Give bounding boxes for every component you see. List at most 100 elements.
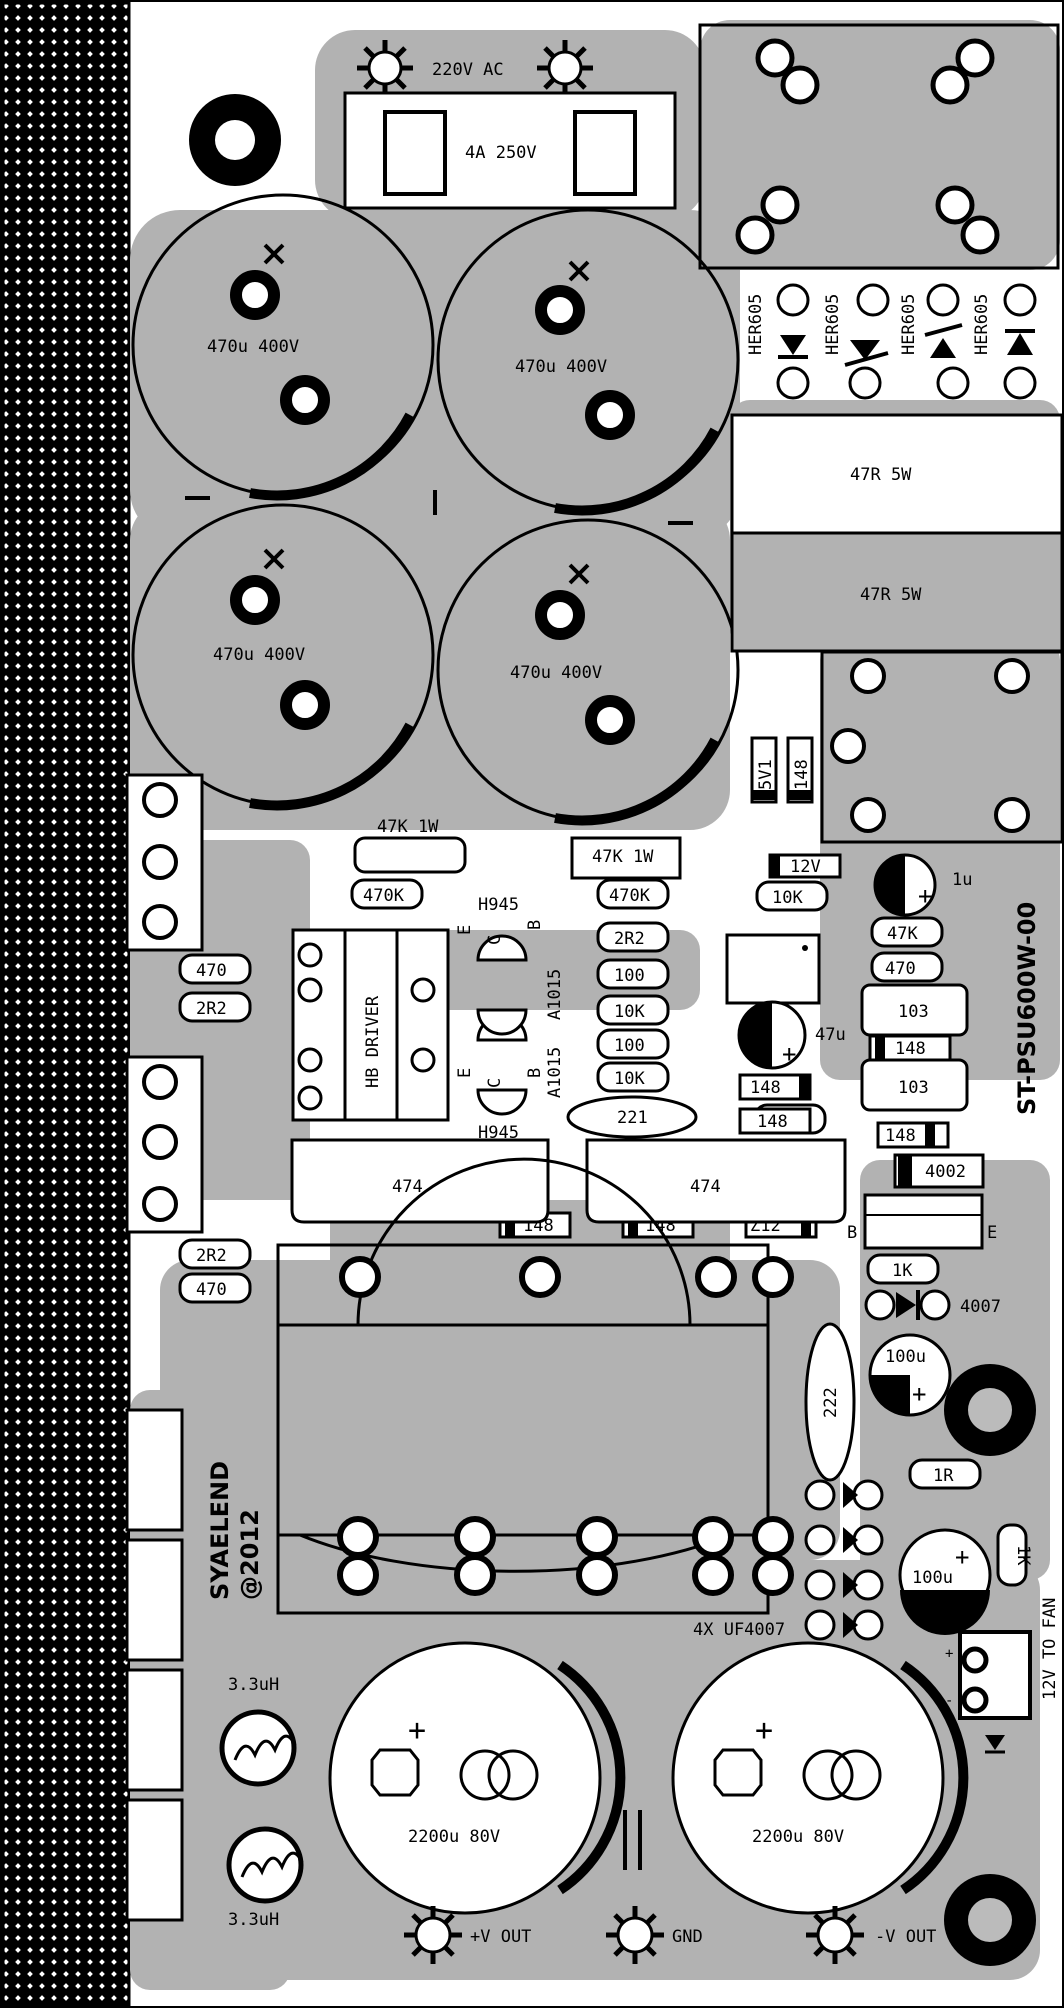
zener-label: 12V [790, 857, 821, 877]
resistor-label: 470K [363, 886, 405, 906]
resistor-label: 47K [887, 924, 918, 944]
resistor-label: 10K [614, 1002, 645, 1022]
bridge-box [698, 23, 1060, 270]
resistor-label: 2R2 [614, 929, 645, 949]
polarity-plus: + [912, 1380, 926, 1408]
ceramic-caps: 103 103 221 222 [566, 983, 969, 1482]
relay-box [820, 650, 1064, 844]
resistor-label: 470K [609, 886, 651, 906]
transformer [276, 1157, 794, 1615]
pin-label: E [455, 925, 475, 935]
pin-label: B [525, 920, 545, 930]
pin-label: C [485, 1078, 505, 1088]
polarity-plus: + [408, 1713, 426, 1748]
polarity-plus: + [918, 882, 932, 910]
cap-label: 103 [898, 1002, 929, 1022]
output-rectifiers: 4X UF4007 [693, 1479, 884, 1641]
resistor-label: 10K [614, 1069, 645, 1089]
transistor-label: A1015 [545, 969, 565, 1020]
resistor-label: 100 [614, 966, 645, 986]
resistor-label: 470 [885, 959, 916, 979]
inductors: 3.3uH 3.3uH [219, 1675, 304, 1930]
mounting-holes [189, 94, 1036, 1966]
inductor-label: 3.3uH [228, 1910, 279, 1930]
resistor-label: 470 [196, 961, 227, 981]
bridge-diodes: HER605 HER605 HER605 HER605 [746, 283, 1037, 400]
resistor-label: 10K [772, 888, 803, 908]
one-watt-resistors: 47K 1W 47K 1W [353, 817, 682, 880]
resistor-label: 1K [892, 1261, 913, 1281]
output-label: -V OUT [875, 1927, 936, 1947]
diode-label: HER605 [823, 294, 843, 355]
resistor-label: 1K [1013, 1545, 1033, 1566]
pin-label: B [525, 1068, 545, 1078]
bulk-capacitors: 470u 400V 470u 400V 470u 400V 470u 400V [131, 193, 740, 826]
cap-label: 2200u 80V [408, 1827, 500, 1847]
polarity-plus: + [955, 1543, 969, 1571]
fan-minus: - [945, 1693, 953, 1709]
pin-label: B [847, 1223, 857, 1243]
cap-label: 100u [912, 1568, 953, 1588]
fan-plus: + [945, 1646, 953, 1662]
cap-label: 470u 400V [515, 357, 607, 377]
transistor-label: H945 [478, 895, 519, 915]
diode-label: 4002 [925, 1162, 966, 1182]
output-terminals: +V OUT GND -V OUT [404, 1906, 936, 1964]
resistor-label: 470 [196, 1280, 227, 1300]
diode-label: 148 [895, 1039, 926, 1059]
small-diodes-top: 5V1 148 12V [750, 736, 842, 879]
power-resistors: 47R 5W 47R 5W [730, 413, 1064, 653]
transistor-label: H945 [478, 1123, 519, 1143]
cap-label: 221 [617, 1108, 648, 1128]
cap-label: 1u [952, 870, 972, 890]
diode-label: HER605 [746, 294, 766, 355]
driver-transistors: H945 H945 A1015 A1015 E C B E C B [455, 895, 565, 1143]
diode-label: HER605 [899, 294, 919, 355]
cap-label: 47u [815, 1025, 846, 1045]
resistor-label: 2R2 [196, 1246, 227, 1266]
diode-label: 148 [792, 759, 812, 790]
ac-label: 220V AC [432, 60, 504, 80]
pin-label: E [987, 1223, 997, 1243]
terminal-blocks [125, 773, 204, 1922]
small-electrolytics: + 1u + 47u + 100u + 100u [737, 853, 992, 1635]
resistor-label: 2R2 [196, 999, 227, 1019]
zener-label: 5V1 [756, 759, 776, 790]
polarity-plus: + [755, 1713, 773, 1748]
diode-label: HER605 [972, 294, 992, 355]
resistor-label: 100 [614, 1036, 645, 1056]
ic-label: HB DRIVER [363, 995, 383, 1088]
cap-label: 2200u 80V [752, 1827, 844, 1847]
heatsink-strip [1, 1, 131, 2007]
cap-label: 470u 400V [213, 645, 305, 665]
rectifier-label: 4X UF4007 [693, 1620, 785, 1640]
output-label: GND [672, 1927, 703, 1947]
resistor-label: 47K 1W [377, 817, 439, 837]
ac-input: 220V AC 4A 250V [343, 40, 677, 210]
diode-label: 148 [750, 1078, 781, 1098]
resistor-label: 47R 5W [860, 585, 922, 605]
cap-label: 474 [392, 1177, 423, 1197]
small-resistors: 470K 470K 2R2 100 10K 100 10K 10K 47K 47… [178, 878, 1033, 1587]
cap-label: 470u 400V [207, 337, 299, 357]
hb-driver-ic: HB DRIVER [291, 928, 450, 1122]
board-year: @2012 [236, 1509, 264, 1600]
fan-connector: + - 12V TO FAN [945, 1598, 1060, 1754]
diode-label: 148 [757, 1112, 788, 1132]
cap-label: 103 [898, 1078, 929, 1098]
output-transistor: B E [847, 1193, 997, 1250]
trimmer [725, 933, 821, 1005]
output-label: +V OUT [470, 1927, 531, 1947]
pin-label: E [455, 1068, 475, 1078]
fan-label: 12V TO FAN [1040, 1598, 1060, 1700]
board-title: ST-PSU600W-00 [1013, 902, 1041, 1115]
fuse-label: 4A 250V [465, 143, 537, 163]
board-author: SYAELEND [206, 1461, 234, 1600]
cap-label: 100u [885, 1347, 926, 1367]
diode-label: 148 [885, 1126, 916, 1146]
cap-label: 474 [690, 1177, 721, 1197]
cap-label: 470u 400V [510, 663, 602, 683]
inductor-label: 3.3uH [228, 1675, 279, 1695]
resistor-label: 47R 5W [850, 465, 912, 485]
